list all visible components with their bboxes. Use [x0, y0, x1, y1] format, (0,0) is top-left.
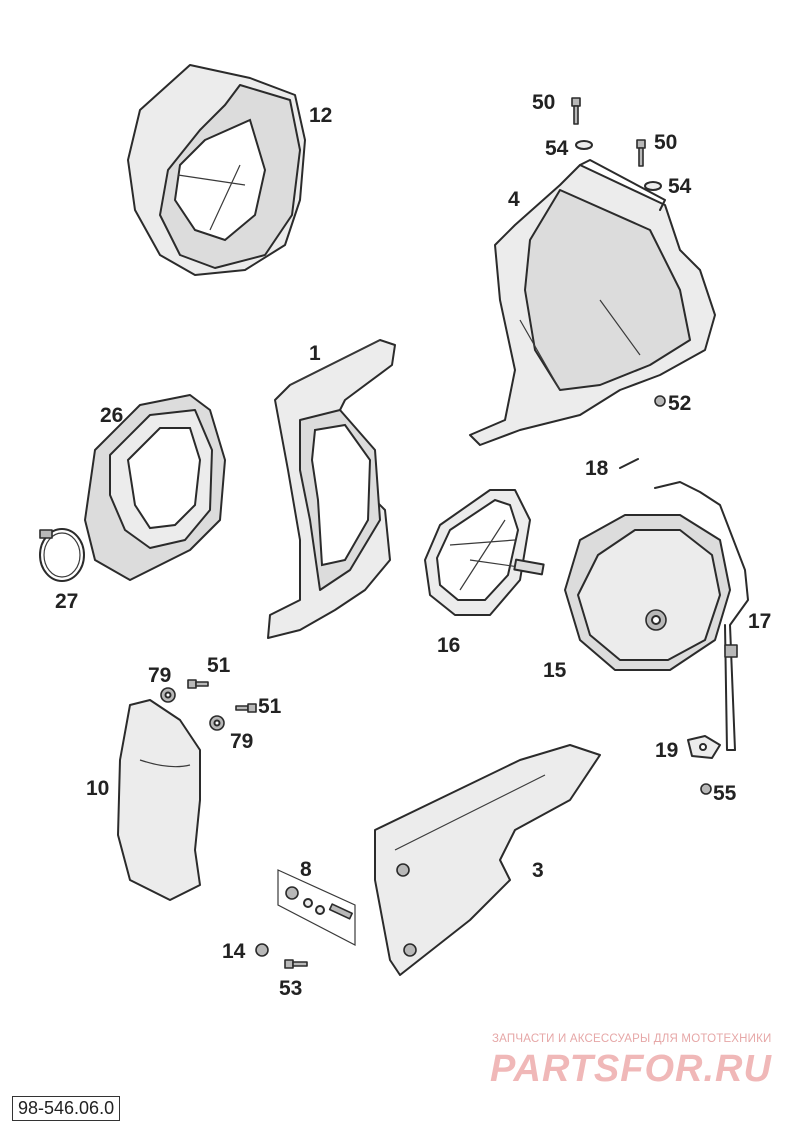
part-10-side-panel: [117, 699, 201, 901]
part-3-side-cover: [374, 744, 601, 976]
callout-18: 18: [585, 457, 609, 480]
callout-79-top: 79: [148, 664, 171, 687]
nut-79-lower: [209, 715, 225, 731]
callout-4: 4: [508, 188, 520, 211]
washer-54-right: [644, 181, 662, 191]
callout-10: 10: [86, 777, 109, 800]
callout-16: 16: [437, 634, 460, 657]
callout-50-top: 50: [532, 91, 555, 114]
callout-12: 12: [309, 104, 332, 127]
callout-51-top: 51: [207, 654, 231, 677]
part-17-filter-holder: [654, 481, 749, 751]
callout-54-right: 54: [668, 175, 692, 198]
callout-19: 19: [655, 739, 678, 762]
part-26-intake-boot: [84, 394, 226, 581]
callout-55: 55: [713, 782, 737, 805]
part-15-air-filter: [564, 514, 731, 671]
bolt-50-right: [636, 139, 646, 167]
callout-54-top: 54: [545, 137, 569, 160]
part-27-hose-clamp: [39, 528, 85, 582]
drawing-number: 98-546.06.0: [12, 1096, 121, 1121]
watermark-caption: ЗАПЧАСТИ И АКСЕССУАРЫ ДЛЯ МОТОТЕХНИКИ: [492, 1033, 772, 1045]
part-8-mounting-kit: [277, 869, 356, 946]
part-19-clip: [687, 735, 721, 759]
part-16-filter-cage: [424, 489, 545, 616]
bolt-51-lower: [235, 703, 257, 713]
callout-51-lower: 51: [258, 695, 282, 718]
watermark-logo: PARTSFOR.RU: [490, 1048, 772, 1090]
screw-55: [700, 783, 712, 795]
callout-50-right: 50: [654, 131, 677, 154]
part-12-filter-cover: [127, 64, 306, 276]
callout-53: 53: [279, 977, 302, 1000]
callout-17: 17: [748, 610, 771, 633]
callout-27: 27: [55, 590, 78, 613]
bolt-50-top: [571, 97, 581, 125]
callout-15: 15: [543, 659, 567, 682]
callout-26: 26: [100, 404, 123, 427]
screw-53: [284, 959, 308, 969]
nut-14: [255, 943, 269, 957]
callout-1: 1: [309, 342, 321, 365]
part-18-pin: [619, 458, 639, 469]
callout-52: 52: [668, 392, 691, 415]
part-4-air-box-housing: [469, 159, 716, 446]
part-1-air-box-frame: [267, 339, 396, 639]
nut-79-top: [160, 687, 176, 703]
screw-52: [654, 395, 666, 407]
callout-3: 3: [532, 859, 544, 882]
callout-8: 8: [300, 858, 312, 881]
bolt-51-top: [187, 679, 209, 689]
callout-14: 14: [222, 940, 246, 963]
callout-79-lower: 79: [230, 730, 253, 753]
washer-54-top: [575, 140, 593, 150]
